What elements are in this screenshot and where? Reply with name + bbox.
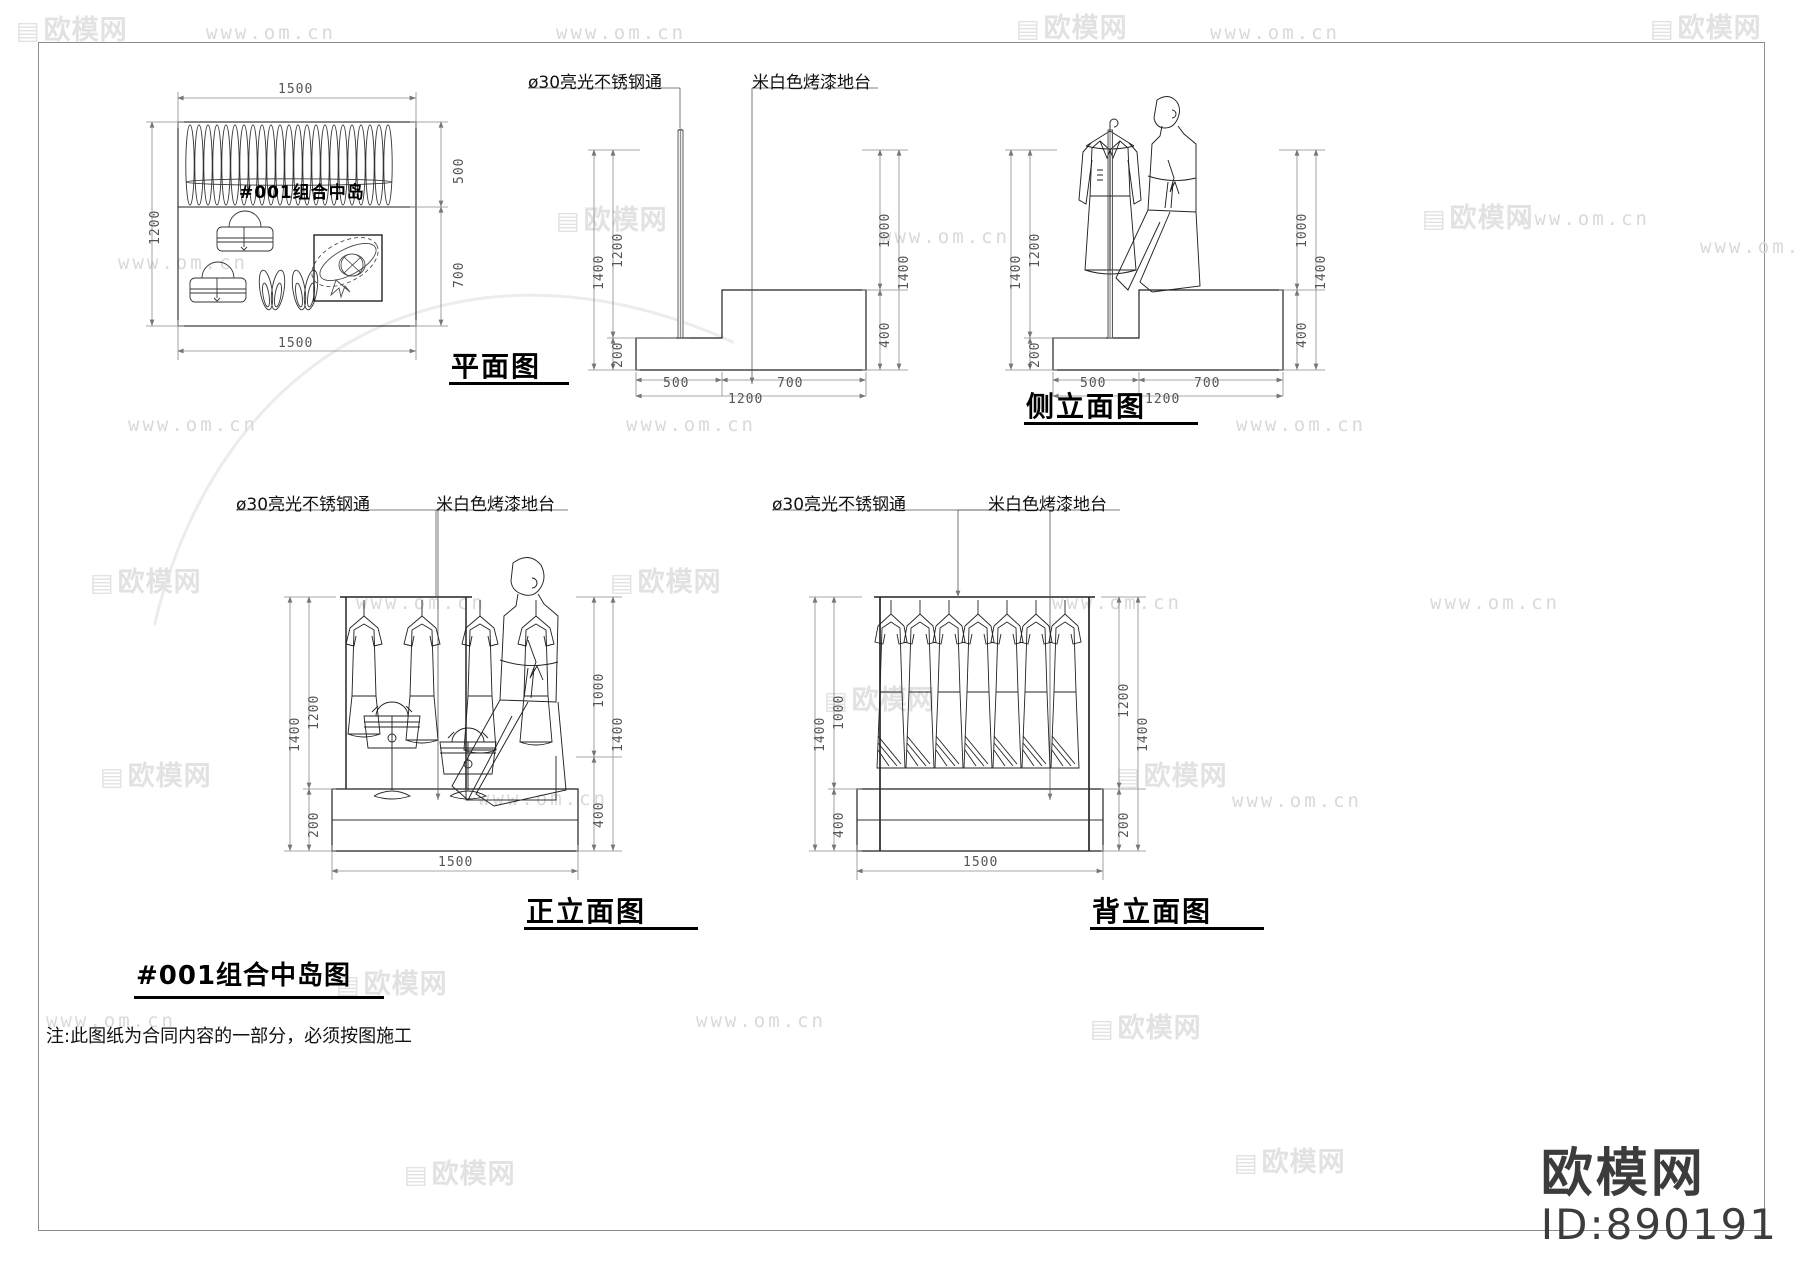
plan-dim-right-lower: 700 — [452, 261, 467, 288]
brand-name: 欧模网 — [1540, 1144, 1706, 1205]
side-elev-dim-1000: 1000 — [1295, 212, 1310, 248]
front-elev-dim-400: 400 — [592, 801, 607, 828]
side-elevation-title-rule — [1024, 422, 1198, 425]
back-elev-dim-1400: 1400 — [813, 716, 828, 752]
front-elev-dim-1400: 1400 — [288, 716, 303, 752]
back-elev-dim-200: 200 — [1117, 811, 1132, 838]
side-elev-dim-200: 200 — [1028, 341, 1043, 368]
side-elev-dim-1400: 1400 — [1009, 254, 1024, 290]
side-elevation-title: 侧立面图 — [1026, 390, 1147, 423]
front-elev-dim-1500: 1500 — [438, 855, 474, 870]
side-elev-dim-700: 700 — [1194, 376, 1221, 391]
side-section-dim-700: 700 — [777, 376, 804, 391]
front-elev-dim-1400r: 1400 — [611, 716, 626, 752]
back-elev-platform-label: 米白色烤漆地台 — [988, 495, 1107, 515]
plan-dim-right-upper: 500 — [452, 157, 467, 184]
front-elevation-title-rule — [524, 927, 698, 930]
side-section-dim-400: 400 — [878, 321, 893, 348]
plan-dim-left-height: 1200 — [148, 209, 163, 245]
back-elevation-geometry — [772, 509, 1146, 880]
brand-badge: 欧模网 ID:890191 — [1541, 1147, 1778, 1248]
back-elev-dim-1400r: 1400 — [1136, 716, 1151, 752]
side-section-dim-200: 200 — [611, 341, 626, 368]
plan-dim-bottom-width: 1500 — [278, 336, 314, 351]
side-section-dim-1400r: 1400 — [897, 254, 912, 290]
back-elevation-title-rule — [1090, 927, 1264, 930]
front-elev-dim-200: 200 — [307, 811, 322, 838]
side-section-dim-1400: 1400 — [592, 254, 607, 290]
front-elev-platform-label: 米白色烤漆地台 — [436, 495, 555, 515]
front-elev-pole-label: ø30亮光不锈钢通 — [236, 495, 371, 515]
side-section-geometry — [528, 87, 908, 399]
brand-id: ID:890191 — [1540, 1199, 1778, 1249]
side-elev-dim-1200: 1200 — [1028, 232, 1043, 268]
front-elevation-title: 正立面图 — [526, 895, 647, 928]
sheet-note: 注:此图纸为合同内容的一部分，必须按图施工 — [46, 1026, 413, 1047]
side-section-platform-label: 米白色烤漆地台 — [752, 73, 871, 93]
front-elev-dim-1000: 1000 — [592, 672, 607, 708]
sheet-border-top — [38, 42, 1764, 43]
back-elev-dim-1200: 1200 — [1117, 682, 1132, 718]
side-elev-dim-400: 400 — [1295, 321, 1310, 348]
side-section-dim-1200w: 1200 — [728, 392, 764, 407]
back-elevation-title: 背立面图 — [1092, 895, 1213, 928]
back-elev-dim-400: 400 — [832, 811, 847, 838]
side-elev-dim-1200w: 1200 — [1145, 392, 1181, 407]
back-elev-pole-label: ø30亮光不锈钢通 — [772, 495, 907, 515]
sheet-title-rule — [134, 996, 384, 999]
side-section-dim-1200: 1200 — [611, 232, 626, 268]
sheet-border-right — [1764, 42, 1765, 1231]
side-section-dim-1000: 1000 — [878, 212, 893, 248]
plan-dim-top-width: 1500 — [278, 82, 314, 97]
back-elev-dim-1000: 1000 — [832, 694, 847, 730]
front-elevation-geometry — [236, 509, 622, 880]
side-elev-dim-1400r: 1400 — [1314, 254, 1329, 290]
side-section-pole-label: ø30亮光不锈钢通 — [528, 73, 663, 93]
plan-view-title-rule — [449, 382, 569, 385]
front-elev-dim-1200: 1200 — [307, 694, 322, 730]
back-elev-dim-1500: 1500 — [963, 855, 999, 870]
sheet-title: #001组合中岛图 — [136, 961, 352, 991]
plan-view-geometry — [146, 92, 448, 360]
side-elevation-geometry — [1005, 96, 1325, 399]
side-section-dim-500: 500 — [663, 376, 690, 391]
plan-view-title: 平面图 — [451, 350, 542, 383]
sheet-border-bottom — [38, 1230, 1764, 1231]
sheet-border-left — [38, 42, 39, 1231]
plan-center-tag: #001组合中岛 — [239, 183, 365, 203]
